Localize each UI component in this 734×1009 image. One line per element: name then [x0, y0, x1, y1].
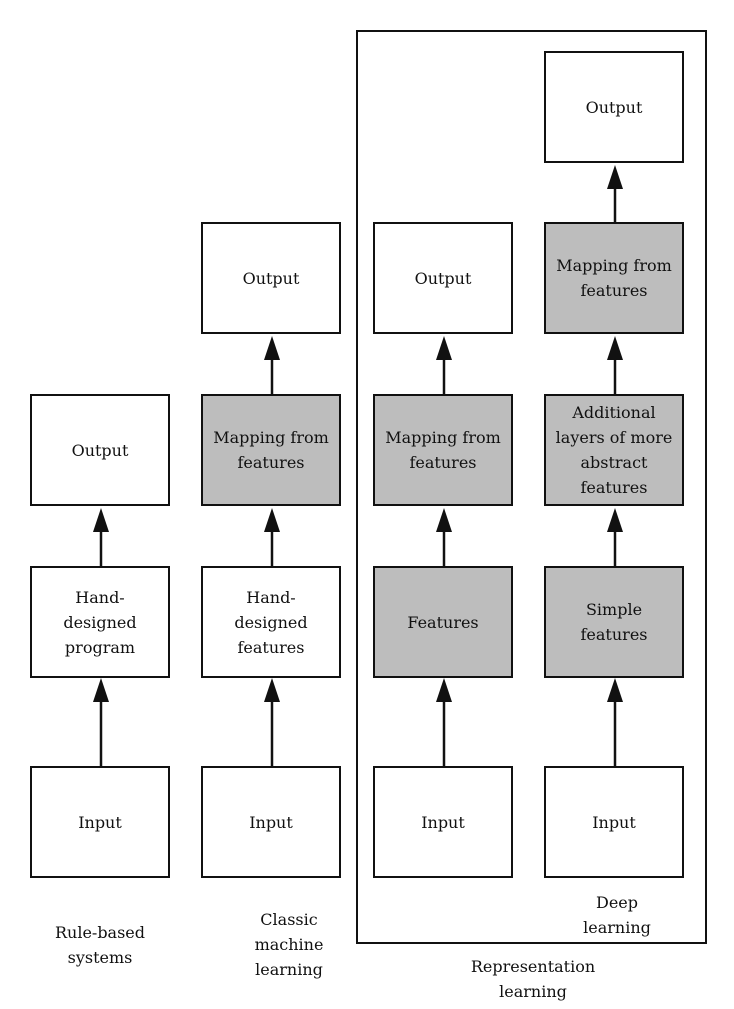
col1-input-label: Input	[78, 812, 122, 832]
col1-caption: Rule-based systems	[54, 923, 146, 967]
col4-simple-features-label: Simple features	[580, 600, 648, 644]
col2-input-box: Input	[201, 766, 341, 878]
col2-mapping-box: Mapping from features	[201, 394, 341, 506]
arrow-head-2	[264, 678, 280, 702]
representation-learning-frame	[356, 30, 707, 944]
col4-input-box: Input	[544, 766, 684, 878]
col3-output-label: Output	[414, 268, 472, 288]
col3-input-box: Input	[373, 766, 513, 878]
arrow-head-7	[436, 336, 452, 360]
col3-input-label: Input	[421, 812, 465, 832]
arrow-head-9	[607, 508, 623, 532]
col4-mapping-box: Mapping from features	[544, 222, 684, 334]
group-caption: Representation learning	[470, 957, 596, 1001]
col4-abstract-layers-label: Additional layers of more abstract featu…	[555, 403, 673, 497]
arrow-head-6	[436, 508, 452, 532]
col4-mapping-label: Mapping from features	[556, 256, 672, 300]
col2-mapping-label: Mapping from features	[213, 428, 329, 472]
arrow-head-10	[607, 336, 623, 360]
arrow-head-3	[264, 508, 280, 532]
arrow-head-0	[93, 678, 109, 702]
col3-mapping-box: Mapping from features	[373, 394, 513, 506]
arrow-head-5	[436, 678, 452, 702]
col2-caption: Classic machine learning	[254, 910, 324, 979]
col2-output-label: Output	[242, 268, 300, 288]
col4-output-label: Output	[585, 97, 643, 117]
arrow-head-8	[607, 678, 623, 702]
col2-features-label: Hand- designed features	[234, 587, 308, 657]
arrow-head-1	[93, 508, 109, 532]
col3-output-box: Output	[373, 222, 513, 334]
arrow-head-4	[264, 336, 280, 360]
col3-mapping-label: Mapping from features	[385, 428, 501, 472]
col4-input-label: Input	[592, 812, 636, 832]
col4-output-box: Output	[544, 51, 684, 163]
col1-program-label: Hand- designed program	[63, 587, 137, 657]
col2-features-box: Hand- designed features	[201, 566, 341, 678]
col1-output-box: Output	[30, 394, 170, 506]
col3-features-label: Features	[407, 612, 479, 632]
col4-caption: Deep learning	[583, 893, 651, 937]
col1-output-label: Output	[71, 440, 129, 460]
arrow-head-11	[607, 165, 623, 189]
col1-program-box: Hand- designed program	[30, 566, 170, 678]
col1-input-box: Input	[30, 766, 170, 878]
col4-abstract-layers-box: Additional layers of more abstract featu…	[544, 394, 684, 506]
col2-output-box: Output	[201, 222, 341, 334]
col3-features-box: Features	[373, 566, 513, 678]
col4-simple-features-box: Simple features	[544, 566, 684, 678]
col2-input-label: Input	[249, 812, 293, 832]
